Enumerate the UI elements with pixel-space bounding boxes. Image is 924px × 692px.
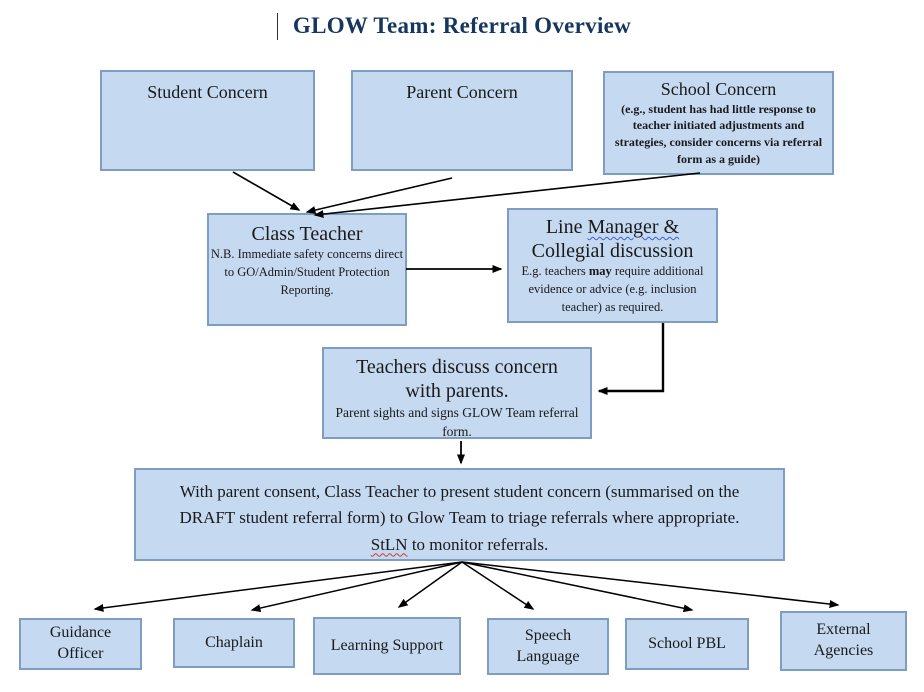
flow-node-guidance-officer: Guidance Officer [19, 618, 142, 670]
arrow-student-to-class-teacher [232, 171, 301, 211]
node-detail: (e.g., student has had little response t… [614, 101, 823, 166]
flow-node-parent-consent: With parent consent, Class Teacher to pr… [134, 468, 785, 561]
flow-node-school-concern: School Concern (e.g., student has had li… [603, 71, 834, 175]
text-cursor [277, 13, 278, 40]
node-detail: Parent sights and signs GLOW Team referr… [335, 405, 579, 440]
node-heading: Guidance Officer [49, 624, 112, 662]
flow-node-speech-language: Speech Language [487, 618, 609, 675]
flow-node-class-teacher: Class Teacher N.B. Immediate safety conc… [207, 213, 407, 326]
node-heading: School PBL [648, 634, 726, 652]
node-heading: Chaplain [205, 633, 263, 651]
arrow-consent-to-school-pbl [461, 561, 694, 613]
node-heading: Teachers discuss concern with parents. [356, 356, 558, 402]
node-heading: External Agencies [813, 621, 874, 659]
flow-node-school-pbl: School PBL [625, 618, 749, 670]
grammar-check-underline: Manager & [587, 216, 680, 238]
node-heading: Speech Language [516, 626, 580, 665]
flow-node-teachers-discuss: Teachers discuss concern with parents. P… [322, 347, 592, 439]
flow-node-learning-support: Learning Support [313, 617, 461, 675]
node-heading: School Concern [660, 79, 777, 99]
node-heading: Line Manager & Collegial discussion [531, 216, 694, 262]
flow-node-parent-concern: Parent Concern [351, 70, 573, 171]
arrow-consent-to-speech-language [461, 561, 535, 610]
node-detail: E.g. teachers may require additional evi… [521, 264, 704, 314]
arrow-parent-to-class-teacher [305, 177, 453, 214]
arrow-consent-to-chaplain [250, 561, 463, 613]
node-heading: Parent Concern [406, 82, 518, 102]
node-heading: Student Concern [147, 82, 268, 102]
node-heading: Class Teacher [251, 223, 363, 245]
arrow-consent-to-learning-support [397, 561, 463, 608]
arrow-consent-to-guidance-officer [93, 561, 463, 612]
spellcheck-underline: StLN [370, 534, 408, 554]
node-heading: Learning Support [330, 636, 444, 654]
arrow-consent-to-external-agencies [461, 561, 840, 609]
node-detail: N.B. Immediate safety concerns direct to… [210, 247, 404, 297]
flow-node-chaplain: Chaplain [173, 618, 295, 668]
arrow-line-manager-to-teachers-discuss [597, 323, 665, 395]
flow-node-student-concern: Student Concern [100, 70, 315, 171]
flow-node-line-manager: Line Manager & Collegial discussion E.g.… [507, 208, 718, 323]
flow-node-external-agencies: External Agencies [780, 611, 907, 671]
page-title: GLOW Team: Referral Overview [292, 13, 632, 38]
